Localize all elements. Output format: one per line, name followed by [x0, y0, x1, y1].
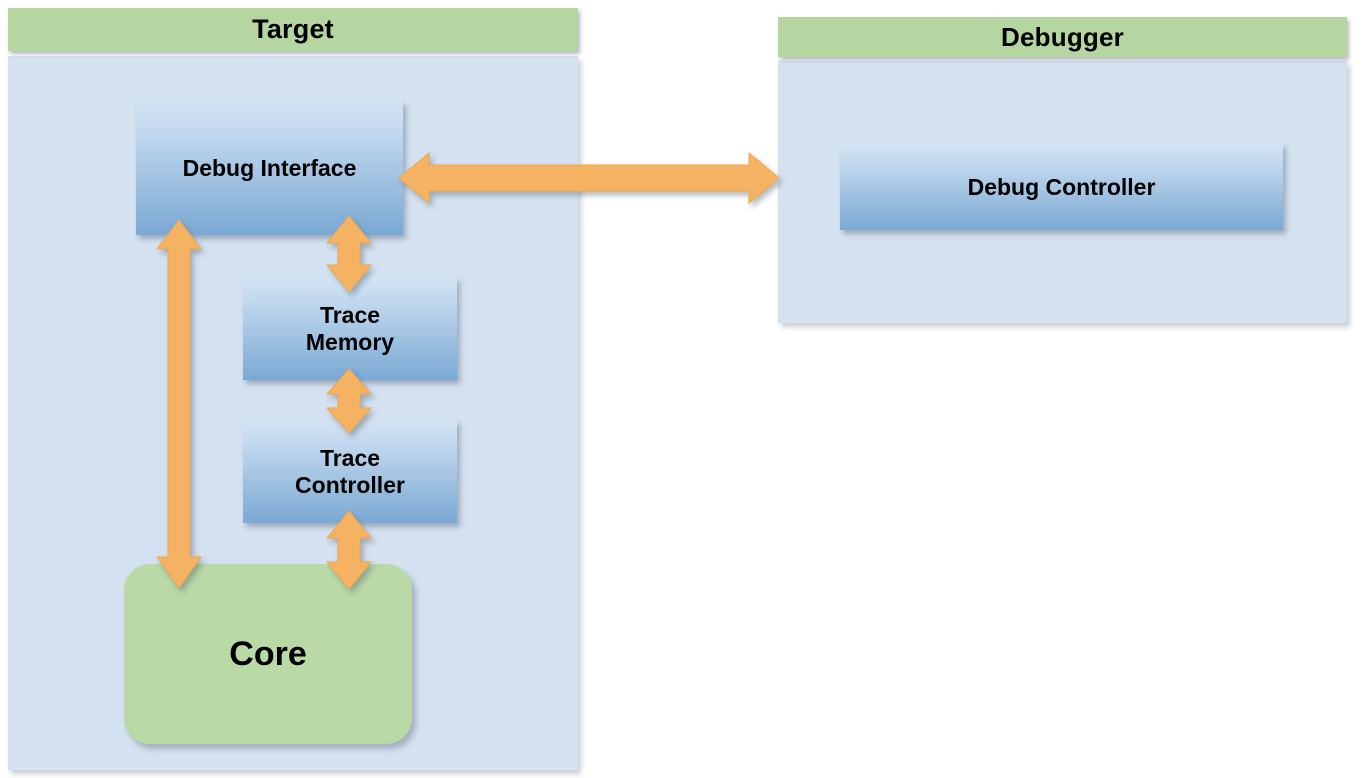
block-trace-memory-label: Trace Memory [306, 302, 394, 355]
target-panel-title: Target [252, 14, 334, 44]
block-debug-controller: Debug Controller [840, 144, 1283, 230]
block-trace-controller-label: Trace Controller [295, 445, 405, 498]
block-trace-memory-label-line1: Trace [319, 302, 381, 329]
block-debug-interface: Debug Interface [136, 101, 403, 235]
block-trace-controller: Trace Controller [243, 420, 457, 523]
target-panel-header: Target [8, 8, 578, 51]
block-trace-memory: Trace Memory [243, 277, 457, 380]
block-trace-controller-label-line2: Controller [295, 471, 405, 498]
block-trace-memory-label-line2: Memory [305, 328, 395, 355]
block-core-label: Core [229, 634, 307, 673]
block-core: Core [124, 564, 412, 744]
block-trace-controller-label-line1: Trace [319, 445, 381, 472]
block-debug-interface-label: Debug Interface [182, 154, 357, 181]
debugger-panel-title: Debugger [1001, 21, 1124, 52]
block-debug-controller-label: Debug Controller [967, 173, 1156, 200]
debugger-panel-header: Debugger [778, 17, 1347, 57]
